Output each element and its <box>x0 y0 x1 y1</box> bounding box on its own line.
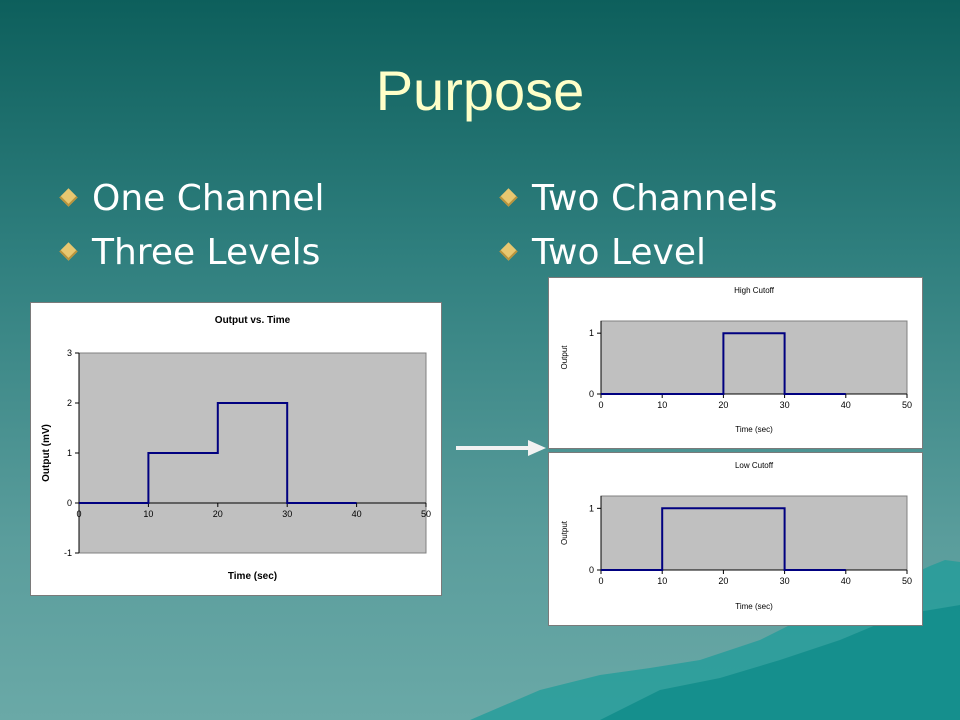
plot-area <box>600 320 908 395</box>
x-tick-label: 30 <box>780 400 790 410</box>
x-tick-label: 20 <box>213 509 223 519</box>
y-axis-label: Output <box>560 345 569 370</box>
chart-title: Low Cutoff <box>735 461 774 470</box>
chart-title: High Cutoff <box>734 286 775 295</box>
x-tick-label: 0 <box>598 576 603 586</box>
plot-area <box>600 495 908 571</box>
x-tick-label: 40 <box>841 400 851 410</box>
bullet-text: Three Levels <box>92 232 321 273</box>
bullet-item: Two Level <box>498 226 778 280</box>
y-tick-label: 1 <box>589 503 594 513</box>
diamond-bullet-icon <box>59 188 78 207</box>
x-tick-label: 40 <box>352 509 362 519</box>
x-tick-label: 50 <box>902 400 912 410</box>
chart-title: Output vs. Time <box>215 315 291 326</box>
right-arrow-icon <box>456 440 546 456</box>
bullet-item: Two Channels <box>498 172 778 226</box>
series-line <box>601 507 846 571</box>
x-tick-label: 30 <box>282 509 292 519</box>
bullet-text: Two Level <box>532 232 706 273</box>
bullet-text: Two Channels <box>532 178 778 219</box>
bullet-item: One Channel <box>58 172 325 226</box>
x-tick-label: 10 <box>657 400 667 410</box>
x-tick-label: 20 <box>718 576 728 586</box>
x-tick-label: 10 <box>657 576 667 586</box>
x-axis-label: Time (sec) <box>735 602 773 611</box>
x-tick-label: 30 <box>780 576 790 586</box>
x-axis-label: Time (sec) <box>228 571 277 582</box>
diamond-bullet-icon <box>59 242 78 261</box>
diamond-bullet-icon <box>499 188 518 207</box>
bullet-list-left: One Channel Three Levels <box>58 172 325 280</box>
y-tick-label: 1 <box>67 448 72 458</box>
y-tick-label: -1 <box>64 548 72 558</box>
bullet-list-right: Two Channels Two Level <box>498 172 778 280</box>
x-tick-label: 50 <box>902 576 912 586</box>
series-line <box>79 402 357 504</box>
bullet-text: One Channel <box>92 178 325 219</box>
y-tick-label: 0 <box>589 389 594 399</box>
x-tick-label: 0 <box>598 400 603 410</box>
x-axis-label: Time (sec) <box>735 425 773 434</box>
x-tick-label: 10 <box>143 509 153 519</box>
plot-area <box>78 352 427 554</box>
y-tick-label: 0 <box>67 498 72 508</box>
y-axis-label: Output (mV) <box>41 424 52 482</box>
y-tick-label: 3 <box>67 348 72 358</box>
diamond-bullet-icon <box>499 242 518 261</box>
y-axis-label: Output <box>560 520 569 545</box>
x-tick-label: 0 <box>76 509 81 519</box>
y-tick-label: 1 <box>589 328 594 338</box>
x-tick-label: 40 <box>841 576 851 586</box>
y-tick-label: 2 <box>67 398 72 408</box>
x-tick-label: 50 <box>421 509 431 519</box>
y-tick-label: 0 <box>589 565 594 575</box>
series-line <box>601 332 846 395</box>
slide-title: Purpose <box>375 59 585 122</box>
bullet-item: Three Levels <box>58 226 325 280</box>
x-tick-label: 20 <box>718 400 728 410</box>
